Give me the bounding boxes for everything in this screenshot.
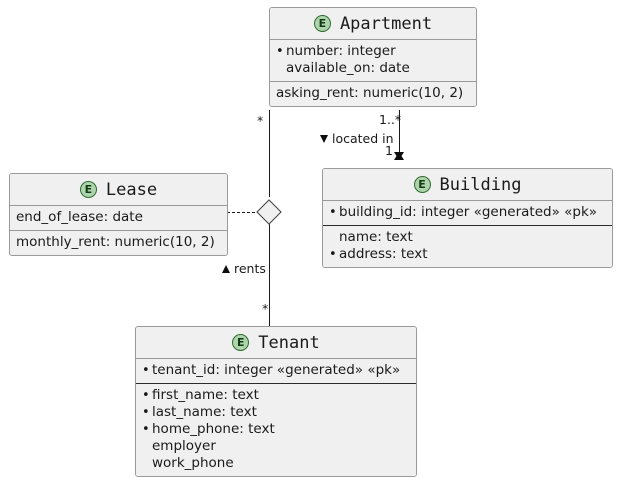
multiplicity-building-located-in: 1 — [385, 143, 393, 158]
bullet-icon: • — [142, 363, 150, 378]
composition-diamond-building-upper — [394, 152, 404, 160]
direction-triangle-up-icon — [222, 264, 230, 273]
attribute-text: available_on: date — [286, 60, 410, 76]
attribute-text: asking_rent: numeric(10, 2) — [276, 85, 464, 101]
attribute-text: number: integer — [286, 43, 396, 59]
bullet-icon: • — [142, 438, 152, 455]
entity-apartment[interactable]: E Apartment • number: integer • availabl… — [269, 7, 477, 107]
attribute-row: • name: text — [329, 229, 606, 246]
attribute-row: • tenant_id: integer «generated» «pk» — [142, 362, 410, 379]
entity-badge-icon: E — [313, 15, 331, 32]
relationship-label-rents-text: rents — [234, 261, 266, 276]
entity-badge-icon: E — [79, 181, 97, 198]
multiplicity-apartment-rents: * — [257, 113, 264, 128]
attribute-text: first_name: text — [152, 387, 259, 403]
entity-lease[interactable]: E Lease end_of_lease: date monthly_rent:… — [9, 173, 228, 256]
entity-lease-compartment-2: monthly_rent: numeric(10, 2) — [10, 231, 227, 255]
connector-lease-association-dashed — [227, 212, 260, 213]
multiplicity-tenant-rents: * — [262, 301, 269, 316]
entity-tenant-compartment-2: • first_name: text • last_name: text • h… — [136, 384, 416, 476]
bullet-icon: • — [276, 44, 284, 59]
attribute-text: end_of_lease: date — [16, 209, 143, 225]
attribute-text: home_phone: text — [152, 421, 275, 437]
bullet-icon: • — [142, 405, 150, 420]
attribute-row: • work_phone — [142, 455, 410, 472]
attribute-row: • available_on: date — [276, 60, 470, 77]
entity-building-title: E Building — [323, 169, 612, 201]
bullet-icon: • — [142, 455, 152, 472]
multiplicity-apartment-located-in: 1..* — [379, 112, 402, 127]
association-class-diamond — [256, 199, 282, 225]
bullet-icon: • — [329, 247, 337, 262]
entity-lease-name: Lease — [105, 179, 158, 200]
entity-apartment-compartment-1: • number: integer • available_on: date — [270, 40, 476, 82]
attribute-row: • last_name: text — [142, 404, 410, 421]
bullet-icon: • — [329, 229, 339, 246]
entity-building-compartment-1: • building_id: integer «generated» «pk» — [323, 201, 612, 226]
bullet-icon: • — [329, 205, 337, 220]
attribute-text: name: text — [339, 229, 413, 245]
entity-tenant-name: Tenant — [258, 332, 320, 353]
attribute-text: building_id: integer «generated» «pk» — [339, 204, 598, 220]
attribute-text: monthly_rent: numeric(10, 2) — [16, 234, 215, 250]
connector-apartment-to-association — [269, 110, 270, 197]
entity-apartment-name: Apartment — [339, 13, 433, 34]
entity-lease-compartment-1: end_of_lease: date — [10, 206, 227, 231]
attribute-text: tenant_id: integer «generated» «pk» — [152, 362, 401, 378]
entity-tenant-compartment-1: • tenant_id: integer «generated» «pk» — [136, 359, 416, 384]
attribute-text: address: text — [339, 246, 428, 262]
attribute-row: • address: text — [329, 246, 606, 263]
entity-badge-icon: E — [232, 334, 250, 351]
entity-apartment-title: E Apartment — [270, 8, 476, 40]
connector-apartment-to-building — [399, 110, 400, 153]
attribute-text: last_name: text — [152, 404, 257, 420]
bullet-icon: • — [276, 60, 286, 77]
bullet-icon: • — [142, 422, 150, 437]
direction-triangle-down-icon — [320, 134, 328, 143]
entity-tenant[interactable]: E Tenant • tenant_id: integer «generated… — [135, 326, 417, 477]
entity-apartment-compartment-2: asking_rent: numeric(10, 2) — [270, 82, 476, 106]
connector-association-to-tenant — [269, 215, 270, 326]
relationship-label-located-in: located in — [320, 131, 394, 146]
relationship-label-rents: rents — [222, 261, 266, 276]
attribute-text: employer — [152, 438, 216, 454]
entity-building-name: Building — [439, 174, 522, 195]
attribute-row: • home_phone: text — [142, 421, 410, 438]
relationship-label-located-in-text: located in — [332, 131, 394, 146]
attribute-row: • number: integer — [276, 43, 470, 60]
entity-tenant-title: E Tenant — [136, 327, 416, 359]
attribute-row: • building_id: integer «generated» «pk» — [329, 204, 606, 221]
bullet-icon: • — [142, 388, 150, 403]
attribute-row: • employer — [142, 438, 410, 455]
attribute-row: • first_name: text — [142, 387, 410, 404]
entity-badge-icon: E — [413, 176, 431, 193]
attribute-text: work_phone — [152, 455, 234, 471]
entity-building[interactable]: E Building • building_id: integer «gener… — [322, 168, 613, 268]
entity-lease-title: E Lease — [10, 174, 227, 206]
entity-building-compartment-2: • name: text • address: text — [323, 226, 612, 267]
